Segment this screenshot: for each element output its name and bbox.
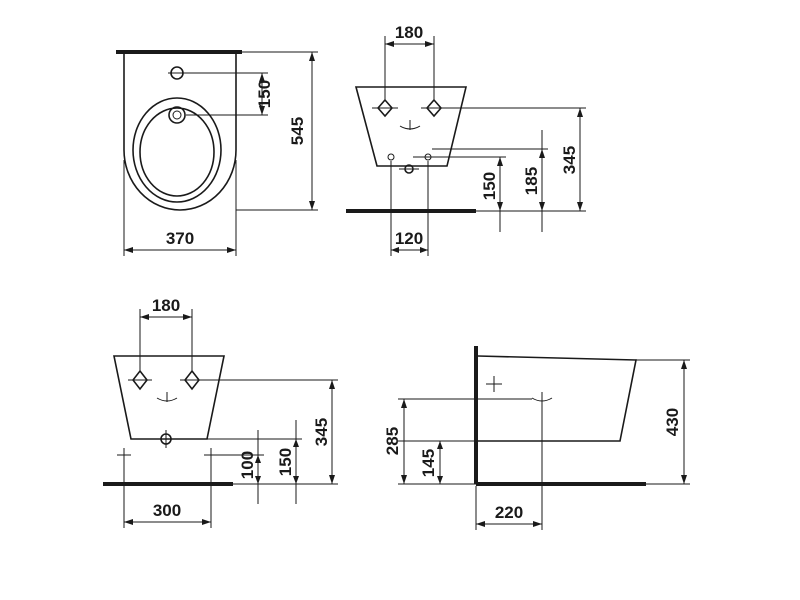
arrow-icon — [255, 476, 261, 484]
arrow-icon — [124, 519, 133, 525]
bolt-hole-icon — [376, 98, 394, 118]
arrow-icon — [476, 521, 485, 527]
drain-hole-icon — [168, 106, 186, 124]
arrow-icon — [227, 247, 236, 253]
arrow-icon — [202, 519, 211, 525]
arrow-icon — [681, 360, 687, 369]
bidet-front-outline — [113, 355, 225, 440]
arrow-icon — [420, 247, 428, 253]
dim-label-430: 430 — [663, 408, 682, 436]
bolt-hole-icon — [131, 369, 149, 391]
top-view: 150 545 370 — [116, 50, 318, 256]
front-view-installation: 180 300 100 150 345 — [103, 296, 338, 528]
dim-label-285: 285 — [383, 427, 402, 455]
arrow-icon — [385, 41, 394, 47]
bolt-hole-icon — [183, 369, 201, 391]
arrow-icon — [497, 202, 503, 211]
dim-label-300: 300 — [153, 501, 181, 520]
dim-label-345: 345 — [312, 418, 331, 446]
bidet-front-outline — [354, 86, 468, 167]
arrow-icon — [391, 247, 399, 253]
side-view: 285 145 430 220 — [383, 346, 690, 530]
arrow-icon — [259, 73, 265, 82]
arrow-icon — [140, 314, 149, 320]
arrow-icon — [293, 476, 299, 484]
dim-label-120: 120 — [395, 229, 423, 248]
arrow-icon — [293, 439, 299, 447]
dim-label-150: 150 — [480, 172, 499, 200]
arrow-icon — [539, 202, 545, 211]
arrow-icon — [183, 314, 192, 320]
arrow-icon — [437, 476, 443, 484]
bowl-outline — [123, 54, 237, 211]
dim-label-545: 545 — [288, 117, 307, 145]
arrow-icon — [309, 52, 315, 61]
bowl-rim-outer — [132, 97, 222, 203]
arrow-icon — [401, 399, 407, 408]
bolt-hole-icon — [425, 98, 443, 118]
arrow-icon — [681, 475, 687, 484]
dim-label-100: 100 — [238, 451, 257, 479]
arrow-icon — [124, 247, 133, 253]
dim-label-150: 150 — [276, 448, 295, 476]
arrow-icon — [255, 455, 261, 463]
arrow-icon — [577, 108, 583, 117]
dim-label-180: 180 — [152, 296, 180, 315]
supply-hole-icon — [387, 153, 395, 161]
arrow-icon — [577, 202, 583, 211]
arrow-icon — [309, 201, 315, 210]
arrow-icon — [437, 441, 443, 449]
arrow-icon — [401, 475, 407, 484]
bowl-rim-inner — [139, 107, 215, 197]
dim-label-370: 370 — [166, 229, 194, 248]
bidet-side-outline — [477, 355, 637, 442]
arrow-icon — [259, 106, 265, 115]
arrow-icon — [329, 475, 335, 484]
dim-label-185: 185 — [522, 167, 541, 195]
arrow-icon — [425, 41, 434, 47]
arrow-icon — [497, 157, 503, 166]
dim-label-345: 345 — [560, 146, 579, 174]
dim-label-180: 180 — [395, 23, 423, 42]
drain-hole-inner — [172, 110, 182, 120]
dim-label-220: 220 — [495, 503, 523, 522]
front-view: 180 120 150 185 345 — [346, 23, 586, 256]
arrow-icon — [533, 521, 542, 527]
dim-label-145: 145 — [419, 449, 438, 477]
arrow-icon — [329, 380, 335, 389]
dim-label-150: 150 — [255, 80, 274, 108]
arrow-icon — [539, 149, 545, 158]
